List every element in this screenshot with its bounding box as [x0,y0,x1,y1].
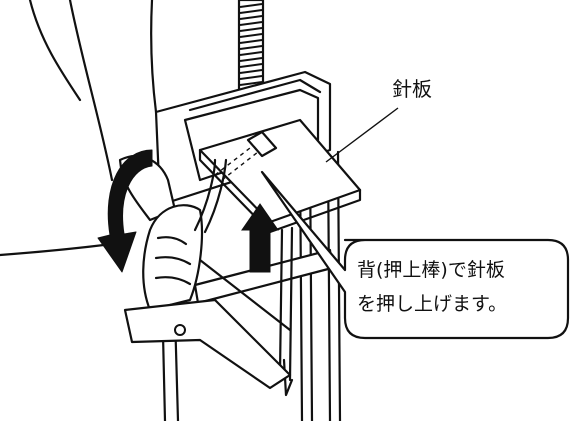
arm-sleeve [0,0,158,257]
needle-plate-leader-line [325,107,399,163]
threaded-rod [237,0,265,100]
callout-bubble: 背(押上棒)で針板 を押し上げます。 [260,170,570,340]
callout-text-line-2: を押し上げます。 [357,293,507,315]
lever-handle [123,158,292,390]
needle-plate-label: 針板 [392,77,432,101]
up-arrow-icon [241,203,279,273]
callout-text-line-1: 背(押上棒)で針板 [357,259,505,281]
needle-plate [198,118,362,397]
curved-arrow-icon [97,149,153,273]
